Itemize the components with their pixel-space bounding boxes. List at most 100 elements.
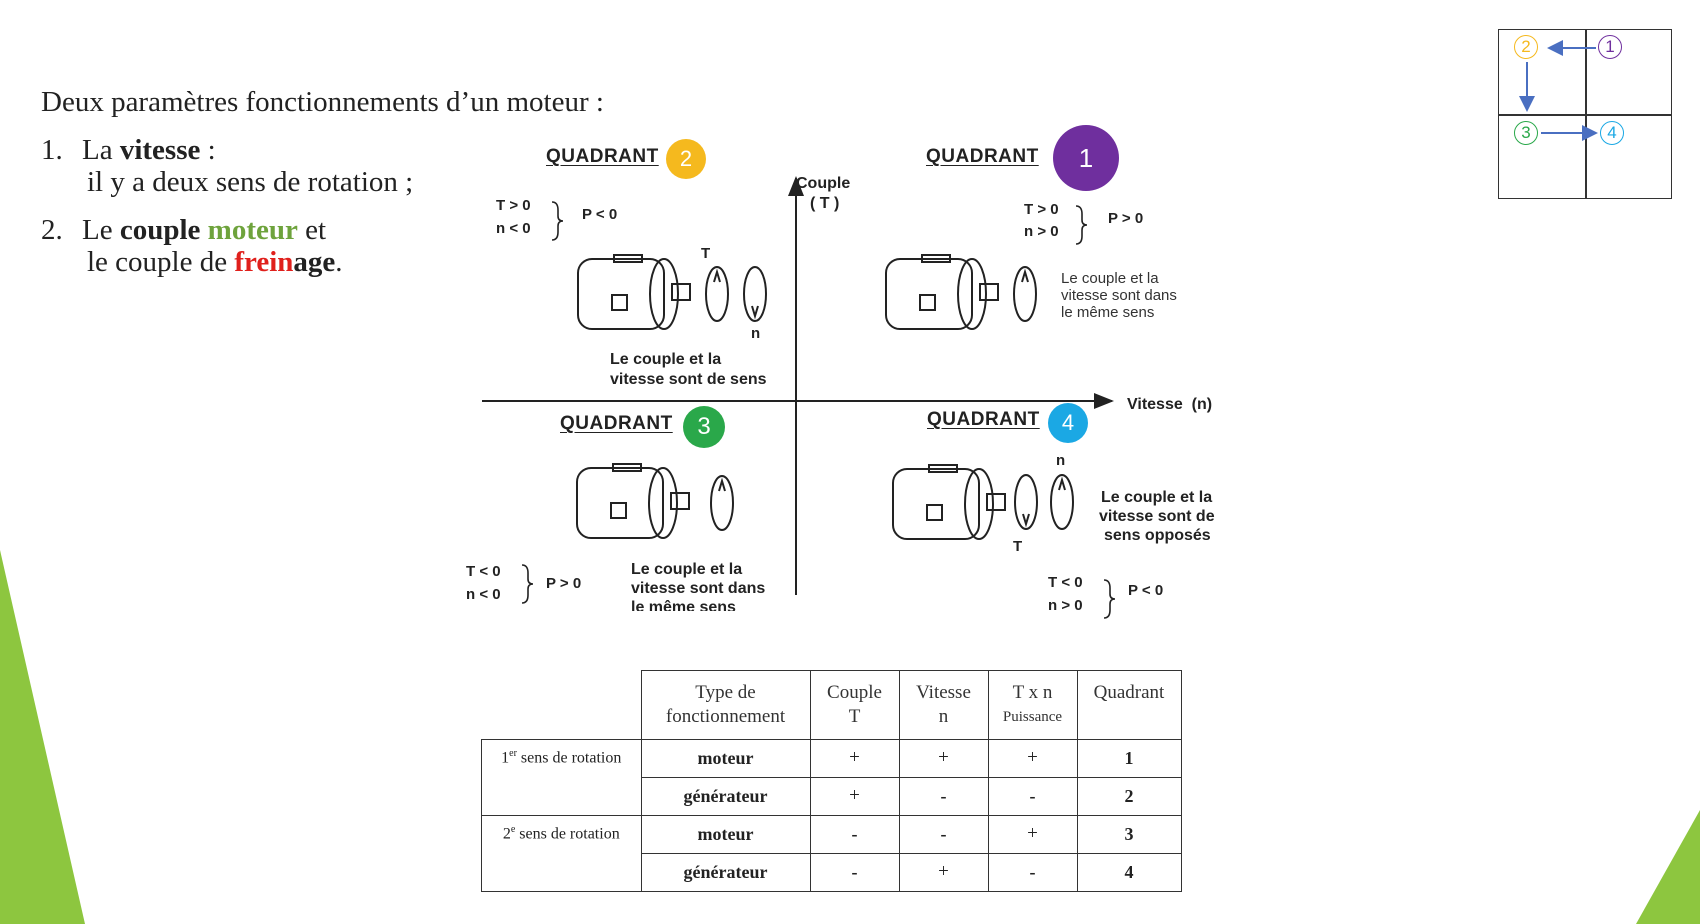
right-triangle-shape: [1636, 810, 1700, 924]
list-item-2: 2. Le couple moteur et: [41, 214, 326, 246]
q3-p-cond: P > 0: [546, 575, 582, 592]
cell-vitesse: +: [898, 738, 989, 778]
q4-n-label: n: [1056, 452, 1066, 469]
grid-hline: [1499, 114, 1671, 116]
table-row: générateur + - - 2: [482, 776, 1182, 816]
cell-quadrant: 1: [1076, 738, 1182, 778]
cell-vitesse: -: [898, 814, 989, 854]
cell-quadrant: 4: [1076, 852, 1182, 892]
list-item-1-line2: il y a deux sens de rotation ;: [87, 166, 414, 198]
list-item-1: 1. La vitesse :: [41, 134, 216, 166]
q1-note-1: Le couple et la: [1061, 270, 1159, 287]
q3-note-3-clip: le même sens: [631, 598, 736, 611]
quadrant-1-badge: 1: [1053, 125, 1119, 191]
motor-q1-icon: [885, 254, 1037, 330]
axis-x-label: Vitesse (n): [1127, 396, 1213, 413]
brace-q4: [1103, 579, 1116, 619]
list-post: :: [200, 134, 216, 166]
mini-circle-1: 1: [1598, 35, 1622, 59]
q3-note-3: le même sens: [631, 599, 736, 611]
cell-couple: +: [809, 776, 900, 816]
age-word: age: [293, 246, 336, 278]
q2-n-label: n: [751, 325, 761, 342]
q4-p-cond: P < 0: [1128, 582, 1164, 599]
q3-note-2: vitesse sont dans: [631, 580, 766, 597]
cell-quadrant: 3: [1076, 814, 1182, 854]
q4-t-label: T: [1013, 538, 1023, 555]
quadrant-3-badge: 3: [683, 406, 725, 448]
mini-circle-4: 4: [1600, 121, 1624, 145]
q2-t-cond: T > 0: [496, 197, 531, 214]
list-num: 2.: [41, 214, 63, 246]
vitesse-word: vitesse: [119, 134, 201, 166]
q2-note-2: vitesse sont de sens: [610, 371, 767, 388]
cell-type: générateur: [640, 776, 811, 816]
q1-t-cond: T > 0: [1024, 201, 1059, 218]
list-num: 1.: [41, 134, 63, 166]
q1-n-cond: n > 0: [1024, 223, 1059, 240]
q4-note-3: sens opposés: [1104, 527, 1211, 544]
q2-t-label: T: [701, 245, 711, 262]
cell-couple: -: [809, 814, 900, 854]
cell-type: moteur: [640, 814, 811, 854]
motor-q4-icon: [892, 464, 1074, 540]
frein-word: frein: [234, 246, 294, 278]
cell-puissance: -: [987, 852, 1078, 892]
axis-y-label: Couple: [796, 175, 851, 192]
cell-type: moteur: [640, 738, 811, 778]
cell-vitesse: +: [898, 852, 989, 892]
group-label-1: 1er sens de rotation: [481, 738, 642, 816]
q1-note-3: le même sens: [1061, 304, 1155, 321]
q4-n-cond: n > 0: [1048, 597, 1083, 614]
list-post: et: [297, 214, 327, 246]
q2-n-cond: n < 0: [496, 220, 531, 237]
cell-couple: +: [809, 738, 900, 778]
axis-y-symbol: ( T ): [810, 195, 840, 212]
table-corner: [481, 670, 642, 740]
quadrant-3-title: QUADRANT: [560, 413, 673, 434]
grid-arrows: [1519, 40, 1598, 141]
table-row: 1er sens de rotation moteur + + + 1: [481, 738, 1182, 816]
cell-type: générateur: [640, 852, 811, 892]
moteur-word: moteur: [207, 214, 298, 246]
quadrant-4-title: QUADRANT: [927, 409, 1040, 430]
q1-p-cond: P > 0: [1108, 210, 1144, 227]
q3-n-cond: n < 0: [466, 586, 501, 603]
line2-end: .: [335, 246, 343, 278]
q2-note-1: Le couple et la: [610, 351, 722, 368]
list-pre: La: [82, 134, 120, 166]
list-item-2-line2: le couple de freinage.: [87, 246, 343, 278]
q3-t-cond: T < 0: [466, 563, 501, 580]
mini-circle-3: 3: [1514, 121, 1538, 145]
q2-p-cond: P < 0: [582, 206, 618, 223]
group-label-2: 2e sens de rotation: [481, 814, 642, 892]
brace-q3: [521, 564, 534, 604]
quadrant-1-title: QUADRANT: [926, 146, 1039, 167]
table-row: générateur - + - 4: [482, 852, 1182, 892]
header-quadrant: Quadrant: [1076, 670, 1182, 740]
q4-note-1: Le couple et la: [1101, 489, 1213, 506]
brace-q2: [551, 201, 564, 241]
line2-pre: le couple de: [87, 246, 235, 278]
quadrant-2-title: QUADRANT: [546, 146, 659, 167]
cell-couple: -: [809, 852, 900, 892]
list-pre: Le: [82, 214, 120, 246]
q4-t-cond: T < 0: [1048, 574, 1083, 591]
cell-puissance: +: [987, 814, 1078, 854]
q4-note-2: vitesse sont de: [1099, 508, 1215, 525]
mini-circle-2: 2: [1514, 35, 1538, 59]
left-triangle-shape: [0, 550, 85, 924]
quadrant-4-badge: 4: [1048, 403, 1088, 443]
q1-note-2: vitesse sont dans: [1061, 287, 1177, 304]
cell-quadrant: 2: [1076, 776, 1182, 816]
couple-word: couple: [119, 214, 201, 246]
cell-puissance: -: [987, 776, 1078, 816]
q3-note-1: Le couple et la: [631, 561, 743, 578]
cell-vitesse: -: [898, 776, 989, 816]
